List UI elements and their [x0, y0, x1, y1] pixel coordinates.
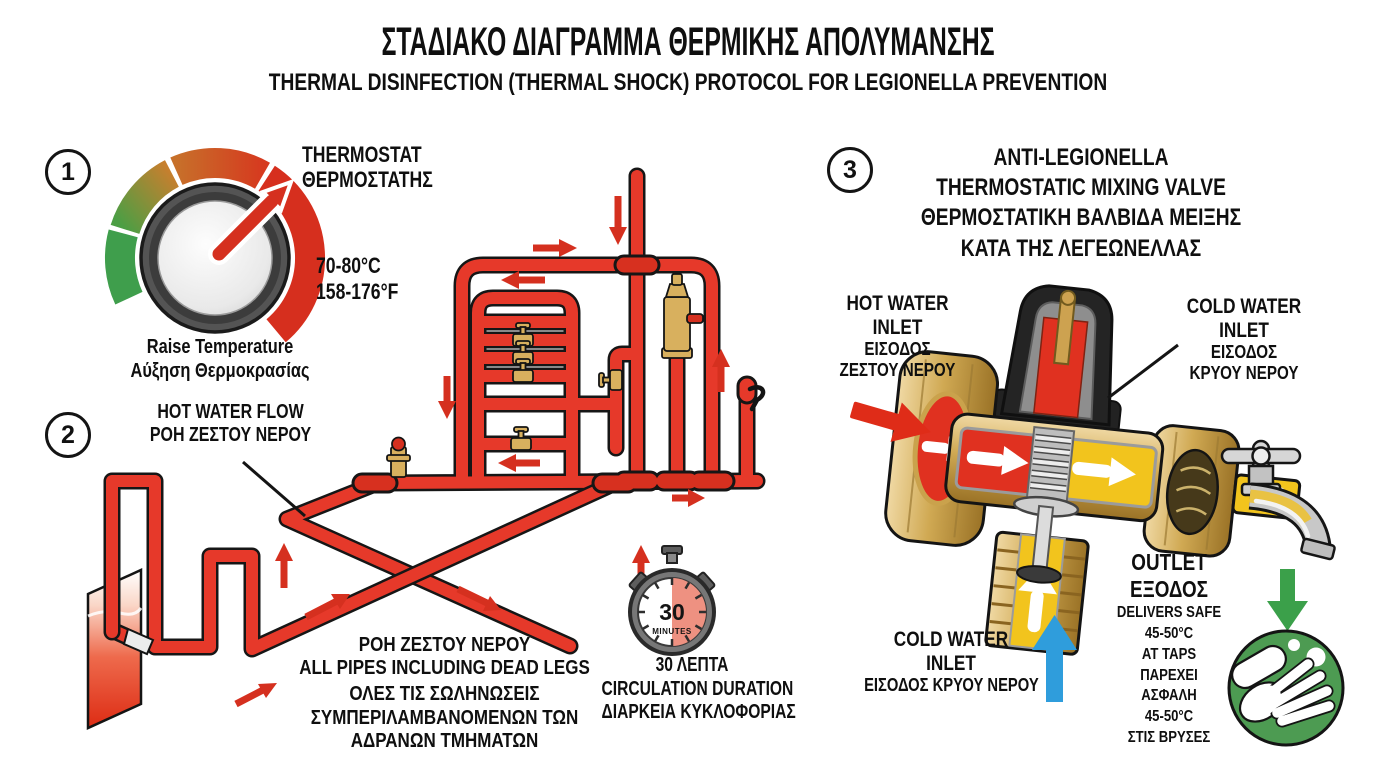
hot-inlet-label: HOT WATER INLET ΕΙΣΟΔΟΣ ΖΕΣΤΟΥ ΝΕΡΟΥ: [826, 292, 970, 380]
temperature-celsius: 70-80°C: [316, 253, 381, 278]
hose-bib-handle: [747, 385, 766, 412]
step3-title-en-2: THERMOSTATIC MIXING VALVE: [936, 174, 1226, 202]
cold-inlet-top-en-1: COLD WATER: [1186, 295, 1302, 318]
page-title: ΣΤΑΔΙΑΚΟ ΔΙΑΓΡΑΜΜΑ ΘΕΡΜΙΚΗΣ ΑΠΟΛΥΜΑΝΣΗΣ: [381, 20, 995, 64]
step-3-badge: 3: [827, 147, 873, 193]
outlet-label: OUTLET ΕΞΟΔΟΣ DELIVERS SAFE 45-50°C AT T…: [1114, 549, 1224, 749]
handwashing-icon: [1227, 629, 1345, 747]
cold-inlet-bottom-label: COLD WATER INLET ΕΙΣΟΔΟΣ ΚΡΥΟΥ ΝΕΡΟΥ: [864, 628, 1039, 696]
outlet-gr: ΕΞΟΔΟΣ: [1130, 576, 1208, 603]
duration-gr: 30 ΛΕΠΤΑ: [655, 654, 729, 676]
tap-icon: [1220, 439, 1336, 561]
cold-inlet-bottom-en-2: INLET: [926, 651, 976, 675]
mixing-valve-illustration: [850, 284, 1336, 702]
hot-inlet-gr-2: ΖΕΣΤΟΥ ΝΕΡΟΥ: [839, 358, 956, 380]
thermostat-label-en: THERMOSTAT: [302, 142, 422, 167]
outlet-detail-5: ΑΣΦΑΛΗ: [1141, 687, 1197, 705]
cold-inlet-bottom-gr: ΕΙΣΟΔΟΣ ΚΡΥΟΥ ΝΕΡΟΥ: [864, 675, 1039, 696]
step3-title-gr-2: ΚΑΤΑ ΤΗΣ ΛΕΓΕΩΝΕΛΛΑΣ: [960, 234, 1202, 262]
hot-water-flow-en: HOT WATER FLOW: [157, 401, 304, 423]
step-2-number: 2: [61, 420, 75, 449]
hot-inlet-en-2: INLET: [872, 315, 923, 339]
pipes-note-gr-3: ΑΔΡΑΝΩΝ ΤΜΗΜΑΤΩΝ: [350, 729, 539, 752]
duration-en: CIRCULATION DURATION: [601, 677, 794, 700]
stopwatch-unit: MINUTES: [652, 627, 692, 636]
stopwatch-icon: 30 MINUTES: [628, 545, 716, 656]
cold-inlet-top-label: COLD WATER INLET ΕΙΣΟΔΟΣ ΚΡΥΟΥ ΝΕΡΟΥ: [1170, 295, 1318, 383]
step-1-number: 1: [61, 157, 75, 186]
hot-inlet-en-1: HOT WATER: [846, 292, 949, 315]
step3-title-en-1: ANTI-LEGIONELLA: [993, 144, 1169, 171]
hot-water-flow-gr: ΡΟΗ ΖΕΣΤΟΥ ΝΕΡΟΥ: [149, 424, 312, 446]
cold-inlet-pointer-line: [1107, 343, 1179, 400]
temperature-range-label: 70-80°C 158-176°F: [316, 253, 444, 306]
pipe-valves: [386, 273, 704, 478]
temperature-fahrenheit: 158-176°F: [316, 279, 399, 305]
duration-gr-2: ΔΙΑΡΚΕΙΑ ΚΥΚΛΟΦΟΡΙΑΣ: [601, 701, 796, 724]
all-pipes-note: ΡΟΗ ΖΕΣΤΟΥ ΝΕΡΟΥ ALL PIPES INCLUDING DEA…: [298, 634, 591, 753]
step-3-title: ANTI-LEGIONELLA THERMOSTATIC MIXING VALV…: [909, 143, 1253, 264]
cold-inlet-bottom-en-1: COLD WATER: [893, 628, 1009, 651]
cold-inlet-top-gr-2: ΚΡΥΟΥ ΝΕΡΟΥ: [1189, 361, 1299, 383]
raise-temperature-gr: Αύξηση Θερμοκρασίας: [130, 359, 310, 382]
step3-title-gr-1: ΘΕΡΜΟΣΤΑΤΙΚΗ ΒΑΛΒΙΔΑ ΜΕΙΞΗΣ: [920, 204, 1242, 232]
outlet-detail-1: DELIVERS SAFE: [1116, 604, 1222, 622]
raise-temperature-label: Raise Temperature Αύξηση Θερμοκρασίας: [126, 336, 315, 383]
shower-head-icon: [122, 627, 155, 656]
cold-water-arrow-icon: [1032, 615, 1077, 702]
step-2-badge: 2: [45, 412, 91, 458]
vent-valve: [386, 436, 411, 478]
thermostat-label: THERMOSTAT ΘΕΡΜΟΣΤΑΤΗΣ: [302, 142, 450, 192]
hot-inlet-gr-1: ΕΙΣΟΔΟΣ: [864, 338, 931, 360]
thermostat-label-gr: ΘΕΡΜΟΣΤΑΤΗΣ: [302, 166, 433, 192]
thermostat-dial: [105, 148, 326, 343]
pipes-note-gr-2: ΣΥΜΠΕΡΙΛΑΜΒΑΝΟΜΕΝΩΝ ΤΩΝ: [310, 706, 579, 729]
outlet-detail-3: AT TAPS: [1141, 645, 1197, 663]
page-subtitle: THERMAL DISINFECTION (THERMAL SHOCK) PRO…: [268, 69, 1108, 96]
pipes-note-gr-flow: ΡΟΗ ΖΕΣΤΟΥ ΝΕΡΟΥ: [358, 634, 531, 656]
outlet-detail-6: 45-50°C: [1144, 708, 1194, 726]
step-3-number: 3: [843, 155, 857, 184]
pointer-lines: [242, 343, 1179, 518]
hose-bib-cap: [736, 375, 758, 405]
hot-water-flow-pointer-line: [242, 460, 306, 518]
outlet-detail-4: ΠΑΡΕΧΕΙ: [1140, 666, 1198, 684]
hot-water-arrow-icon: [850, 401, 931, 442]
outlet-detail-7: ΣΤΙΣ ΒΡΥΣΕΣ: [1127, 729, 1211, 747]
pipe-network-illustration: [112, 176, 763, 654]
cold-inlet-top-gr-1: ΕΙΣΟΔΟΣ: [1210, 341, 1278, 363]
cold-inlet-top-en-2: INLET: [1219, 318, 1269, 342]
raise-temperature-en: Raise Temperature: [146, 336, 294, 358]
step-1-badge: 1: [45, 149, 91, 195]
safe-water-arrow-icon: [1267, 569, 1308, 631]
pipes-note-en: ALL PIPES INCLUDING DEAD LEGS: [299, 657, 590, 680]
circulation-duration-label: 30 ΛΕΠΤΑ CIRCULATION DURATION ΔΙΑΡΚΕΙΑ Κ…: [601, 654, 796, 725]
hot-water-flow-label: HOT WATER FLOW ΡΟΗ ΖΕΣΤΟΥ ΝΕΡΟΥ: [141, 401, 321, 447]
stopwatch-value: 30: [659, 599, 685, 625]
outlet-en: OUTLET: [1131, 549, 1207, 575]
safety-valve: [661, 273, 704, 359]
outlet-detail-2: 45-50°C: [1144, 625, 1194, 643]
pipes-note-gr-1: ΟΛΕΣ ΤΙΣ ΣΩΛΗΝΩΣΕΙΣ: [349, 683, 540, 706]
